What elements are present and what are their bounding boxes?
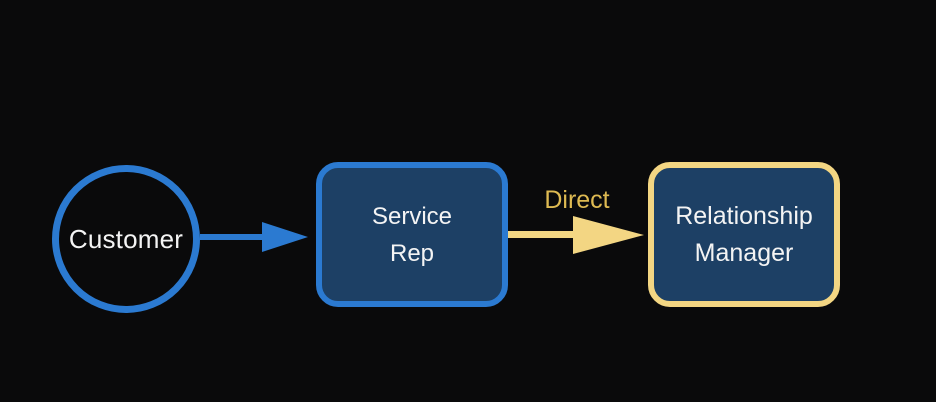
- node-service-rep: Service Rep: [316, 162, 508, 307]
- node-customer: Customer: [52, 165, 200, 313]
- edge-label-direct: Direct: [544, 186, 610, 214]
- arrow-service-rep-to-relationship-manager: [508, 216, 644, 254]
- node-relationship-manager: Relationship Manager: [648, 162, 840, 307]
- node-customer-label: Customer: [68, 223, 184, 254]
- arrow-head-icon: [573, 216, 644, 254]
- arrow-shaft: [508, 231, 578, 238]
- node-relationship-manager-label: Relationship Manager: [675, 201, 813, 267]
- node-service-rep-label: Service Rep: [371, 202, 453, 267]
- arrow-head-icon: [262, 222, 308, 252]
- arrow-shaft: [200, 234, 268, 240]
- arrow-customer-to-service-rep: [200, 222, 308, 252]
